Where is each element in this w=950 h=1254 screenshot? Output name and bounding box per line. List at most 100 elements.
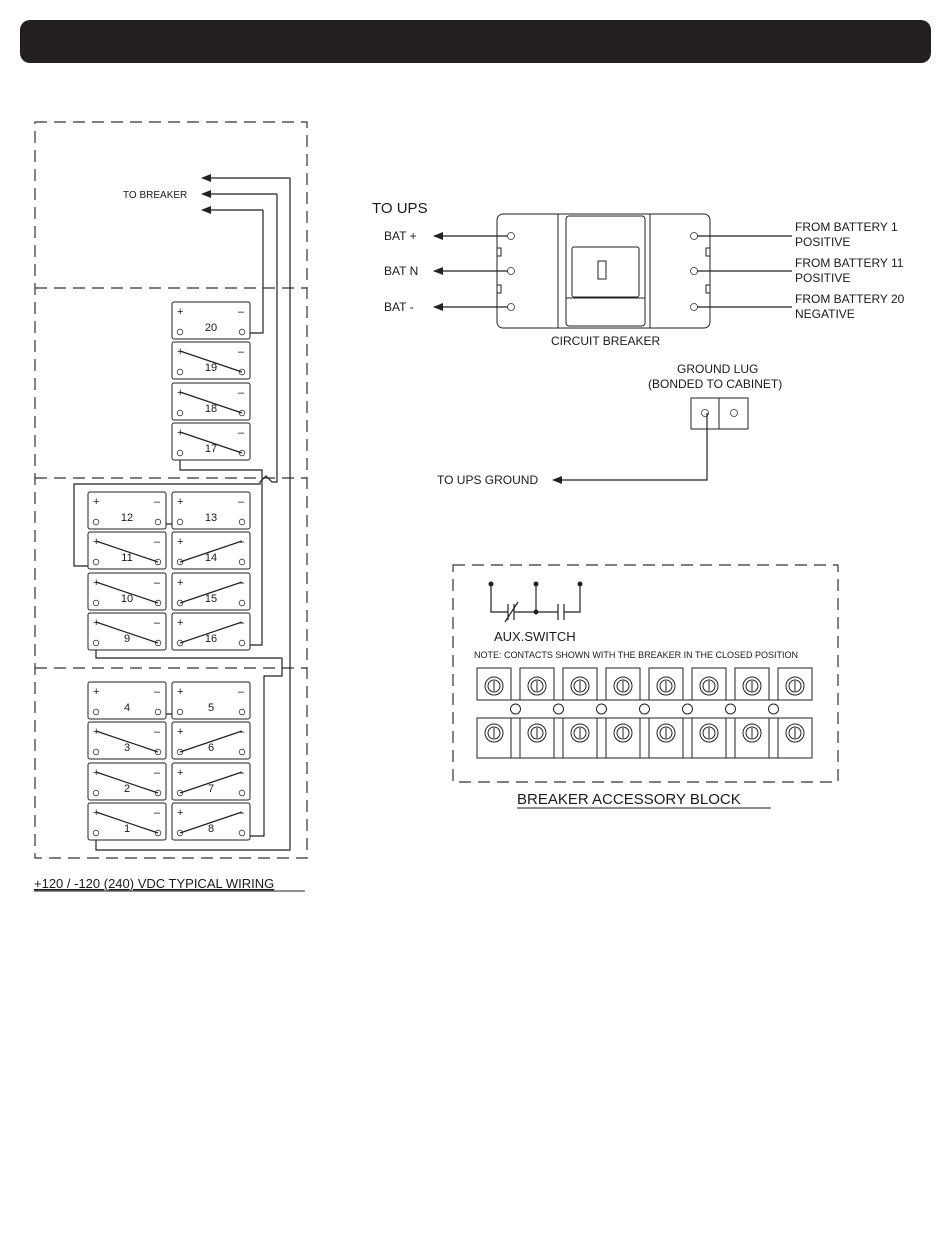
battery-terminal-positive <box>92 789 100 797</box>
terminal-slot-upper <box>519 667 555 701</box>
terminal-screw-inner <box>530 679 544 693</box>
terminal-slot-upper <box>648 667 684 701</box>
battery-20: +–20 <box>171 301 251 340</box>
from-batt11-label-2: POSITIVE <box>795 271 850 285</box>
series-jumper <box>95 811 159 834</box>
terminal-batt11 <box>690 267 698 275</box>
battery-plus-sign: + <box>177 387 183 399</box>
terminal-screw <box>742 723 762 743</box>
from-batt20-label-2: NEGATIVE <box>795 307 855 321</box>
terminal-slot-lower <box>648 717 684 759</box>
terminal-screw-inner <box>616 679 630 693</box>
series-jumper <box>179 771 243 794</box>
wire-batt8-neg <box>244 658 283 837</box>
terminal-block-lower-frame <box>476 717 813 759</box>
battery-terminal-negative <box>238 829 246 837</box>
bat-plus-label: BAT + <box>384 229 417 243</box>
terminal-screw-inner <box>659 726 673 740</box>
battery-terminal-negative <box>238 518 246 526</box>
mounting-hole <box>725 703 736 715</box>
battery-11: +–11 <box>87 531 167 570</box>
battery-number: 17 <box>205 443 217 455</box>
battery-19: +–19 <box>171 341 251 380</box>
battery-case <box>171 721 251 760</box>
series-jumper <box>179 621 243 644</box>
series-jumper <box>95 771 159 794</box>
series-jumper <box>179 581 243 604</box>
battery-15: +–15 <box>171 572 251 611</box>
aux-switch-label: AUX.SWITCH <box>494 629 576 644</box>
battery-plus-sign: + <box>177 807 183 819</box>
breaker-handle-recess <box>571 246 640 298</box>
breaker-toggle <box>597 260 607 280</box>
battery-number: 14 <box>205 552 217 564</box>
series-jumper <box>95 540 159 563</box>
battery-number: 13 <box>205 512 217 524</box>
battery-number: 8 <box>208 823 214 835</box>
battery-number: 20 <box>205 322 217 334</box>
battery-terminal-negative <box>238 328 246 336</box>
battery-5: +–5 <box>171 681 251 720</box>
bat-n-label: BAT N <box>384 264 418 278</box>
battery-case <box>171 422 251 461</box>
battery-case <box>87 612 167 651</box>
battery-minus-sign: – <box>238 577 245 589</box>
battery-minus-sign: – <box>154 536 161 548</box>
terminal-screw-inner <box>788 679 802 693</box>
circuit-breaker: TO UPS BAT + BAT N BAT - FROM BATTERY 1 … <box>372 200 905 348</box>
battery-case <box>87 762 167 801</box>
series-jumper <box>179 730 243 753</box>
battery-terminal-positive <box>176 518 184 526</box>
battery-number: 6 <box>208 742 214 754</box>
terminal-slot-lower <box>734 717 770 759</box>
terminal-bat-plus <box>507 232 515 240</box>
battery-minus-sign: – <box>238 686 245 698</box>
battery-number: 12 <box>121 512 133 524</box>
battery-case <box>171 491 251 530</box>
terminal-bat-n <box>507 267 515 275</box>
battery-number: 16 <box>205 633 217 645</box>
terminal-screw-inner <box>573 679 587 693</box>
battery-number: 18 <box>205 403 217 415</box>
terminal-screw <box>484 676 504 696</box>
battery-minus-sign: – <box>238 767 245 779</box>
battery-case <box>87 572 167 611</box>
battery-plus-sign: + <box>177 306 183 318</box>
battery-case <box>87 681 167 720</box>
battery-plus-sign: + <box>177 427 183 439</box>
from-batt1-label-2: POSITIVE <box>795 235 850 249</box>
terminal-block-upper <box>476 667 813 701</box>
terminal-screw-inner <box>702 726 716 740</box>
battery-terminal-negative <box>238 708 246 716</box>
battery-minus-sign: – <box>154 496 161 508</box>
battery-case <box>171 612 251 651</box>
battery-minus-sign: – <box>154 767 161 779</box>
battery-6: +–6 <box>171 721 251 760</box>
from-batt20-label: FROM BATTERY 20 <box>795 292 905 306</box>
terminal-screw-inner <box>616 726 630 740</box>
contacts-note: NOTE: CONTACTS SHOWN WITH THE BREAKER IN… <box>474 650 798 660</box>
accessory-caption: BREAKER ACCESSORY BLOCK <box>517 791 741 808</box>
battery-7: +–7 <box>171 762 251 801</box>
battery-plus-sign: + <box>93 536 99 548</box>
bat-minus-label: BAT - <box>384 300 414 314</box>
battery-terminal-positive <box>176 708 184 716</box>
battery-minus-sign: – <box>154 807 161 819</box>
battery-terminal-positive <box>92 748 100 756</box>
terminal-slot-lower <box>777 717 813 759</box>
battery-number: 5 <box>208 702 214 714</box>
battery-minus-sign: – <box>154 686 161 698</box>
terminal-screw-inner <box>487 679 501 693</box>
terminal-screw <box>570 723 590 743</box>
battery-13: +–13 <box>171 491 251 530</box>
battery-17: +–17 <box>171 422 251 461</box>
terminal-screw <box>484 723 504 743</box>
battery-case <box>171 341 251 380</box>
battery-terminal-positive <box>92 829 100 837</box>
battery-terminal-negative <box>238 599 246 607</box>
terminal-slot-upper <box>691 667 727 701</box>
battery-terminal-positive <box>176 449 184 457</box>
battery-terminal-positive <box>176 328 184 336</box>
battery-case <box>171 572 251 611</box>
